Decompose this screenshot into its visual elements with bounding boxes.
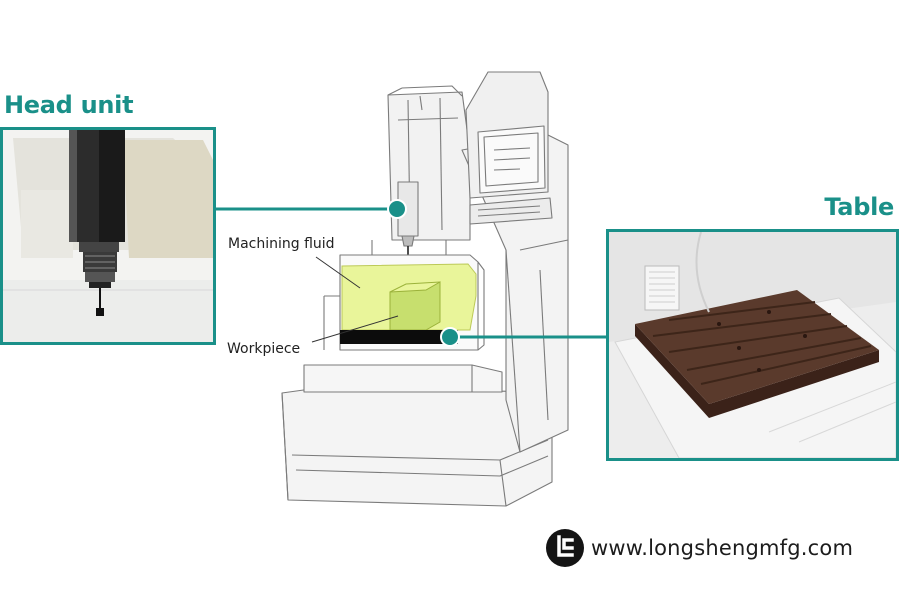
table-callout-dot: [440, 327, 460, 347]
website-url: www.longshengmfg.com: [591, 536, 854, 560]
head-unit-zoom-panel: [0, 127, 216, 345]
longsheng-logo-icon: [546, 529, 584, 567]
site-watermark: www.longshengmfg.com: [545, 527, 853, 569]
table-zoom-panel: [606, 229, 899, 461]
head-callout-dot: [387, 199, 407, 219]
table-title: Table: [824, 193, 894, 221]
head-unit-title: Head unit: [4, 91, 134, 119]
table-plate: [635, 290, 879, 404]
workpiece-block: [389, 281, 441, 331]
workpiece-label: Workpiece: [227, 341, 301, 357]
table-plate-drawing: [340, 330, 458, 344]
machining-fluid-label: Machining fluid: [228, 236, 335, 252]
